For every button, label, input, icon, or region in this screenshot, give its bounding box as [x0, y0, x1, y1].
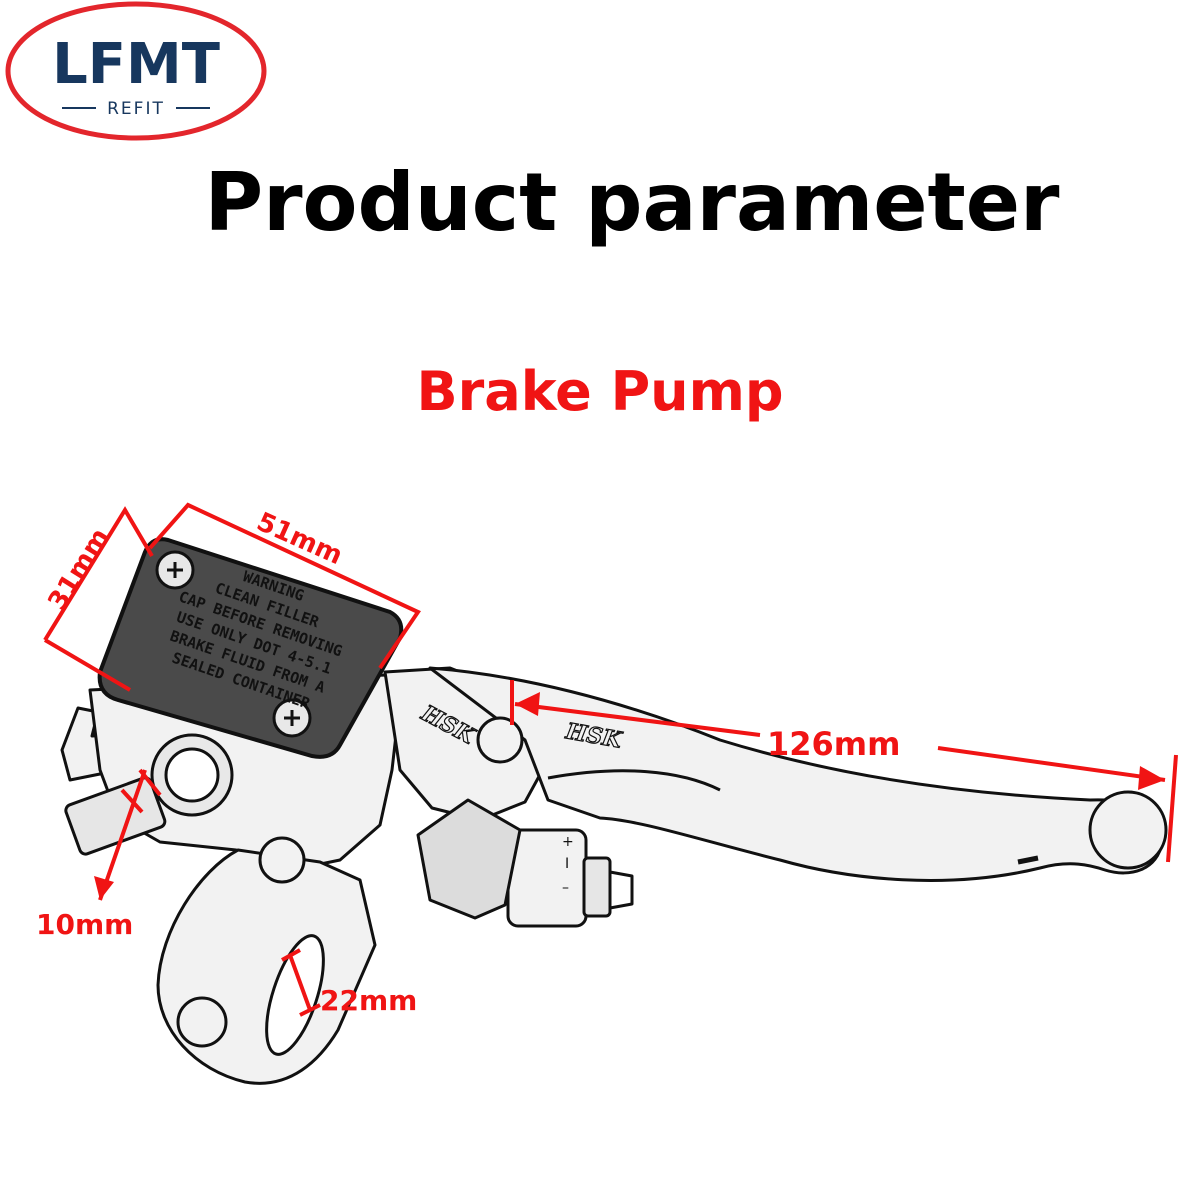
dim-51mm-line [148, 502, 421, 670]
adjuster-mark: + [562, 834, 574, 850]
dim-126mm-line [514, 702, 1166, 782]
lever-tip-ball [1088, 790, 1168, 870]
page-subtitle: Brake Pump [416, 360, 784, 423]
piston-seal [164, 747, 220, 803]
pivot-bolt [476, 716, 524, 764]
page-title: Product parameter [204, 156, 1060, 249]
body-bolt [258, 836, 306, 884]
arrow-icon [94, 876, 114, 900]
dimension-arrows [94, 692, 1165, 900]
dim-label-10mm: 10mm [36, 908, 133, 941]
cap-screw [155, 550, 312, 738]
dim-label-51mm: 51mm [252, 507, 347, 571]
adjuster-block [506, 828, 588, 928]
arrow-icon [1138, 766, 1165, 790]
clamp-bore [265, 934, 325, 1056]
lever-groove [547, 769, 721, 792]
logo-ellipse [5, 1, 267, 141]
adjuster-nut [582, 856, 612, 918]
cross-icon [284, 710, 300, 726]
bar-clamp [156, 848, 377, 1085]
switch-housing [416, 798, 522, 920]
dim-31mm-line [43, 506, 154, 642]
reservoir-cap: WARNING CLEAN FILLER CAP BEFORE REMOVING… [97, 537, 404, 759]
arrow-icon [515, 692, 540, 716]
brand-logo: LFMT REFIT [5, 1, 267, 141]
logo-name: LFMT [52, 32, 220, 97]
clamp-bolt [176, 996, 228, 1048]
side-screw [64, 776, 167, 856]
cross-icon [167, 562, 183, 578]
dimension-lines [43, 502, 1178, 1017]
logo-tagline: REFIT [107, 99, 165, 119]
dim-31mm-ext [43, 638, 132, 692]
dim-126mm-tick-right [1166, 754, 1178, 863]
dim-22mm-line [281, 948, 321, 1017]
dim-10mm-line [98, 768, 162, 901]
brake-pump-illustration [60, 666, 1168, 1085]
brake-pump-diagram: WARNING CLEAN FILLER CAP BEFORE REMOVING… [36, 502, 1178, 1085]
adjuster-mark: – [562, 880, 569, 896]
dim-label-22mm: 22mm [320, 984, 417, 1017]
lever-hole [1017, 855, 1039, 865]
adjuster-mark: I [565, 856, 569, 872]
dim-label-31mm: 31mm [42, 523, 115, 616]
adjuster-thread [609, 870, 634, 910]
dim-label-126mm: 126mm [767, 725, 900, 763]
